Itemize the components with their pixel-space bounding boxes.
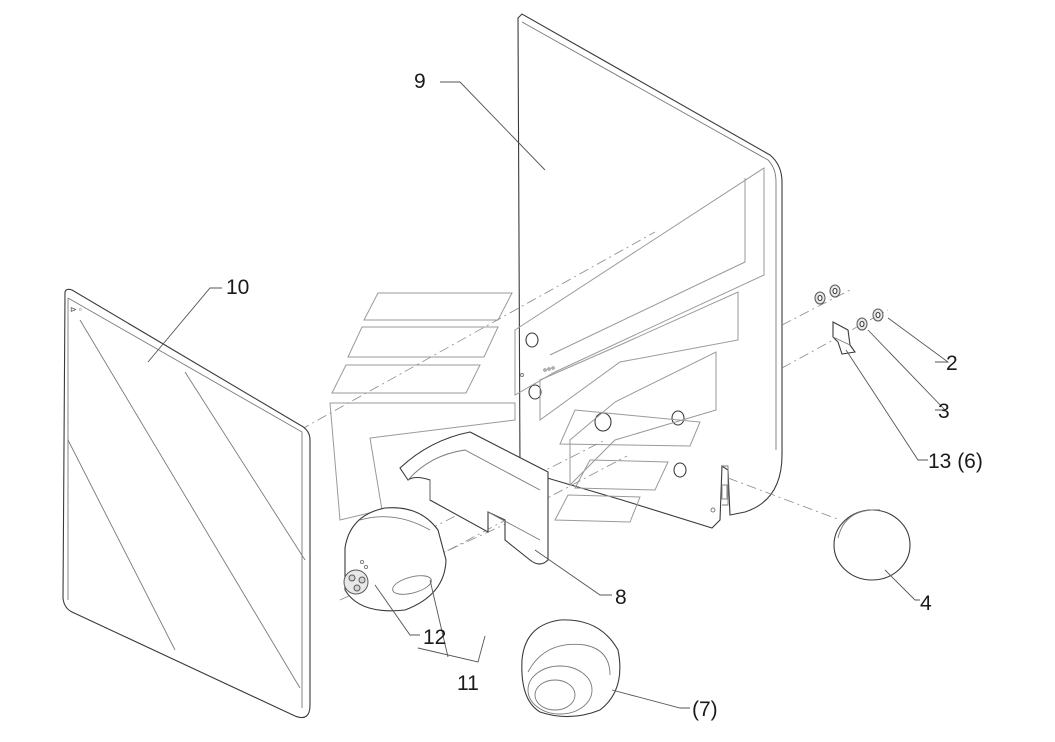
part-8-bracket xyxy=(399,431,549,565)
svg-text:⊳ ▫: ⊳ ▫ xyxy=(70,305,82,314)
part-9-plate xyxy=(514,13,783,529)
part-10-panel: ⊳ ▫ xyxy=(62,288,311,719)
part-13-clip xyxy=(832,321,856,355)
parts-nuts-washers xyxy=(814,284,884,331)
callout-8: 8 xyxy=(615,586,627,609)
callout-3: 3 xyxy=(938,400,950,423)
part-4-cover xyxy=(833,509,911,581)
callout-12: 12 xyxy=(423,626,446,649)
part-12-dome-lamp xyxy=(343,507,447,612)
callout-labels: 9 10 2 3 13 (6) 4 8 12 11 (7) xyxy=(226,70,983,721)
callout-2: 2 xyxy=(946,352,958,375)
callout-9: 9 xyxy=(414,70,426,93)
part-7-cap xyxy=(521,619,621,718)
leader-lines xyxy=(147,81,950,709)
callout-10: 10 xyxy=(226,276,249,299)
callout-13: 13 (6) xyxy=(928,450,983,473)
callout-7: (7) xyxy=(692,698,718,721)
callout-11: 11 xyxy=(457,672,479,695)
callout-4: 4 xyxy=(920,592,932,615)
